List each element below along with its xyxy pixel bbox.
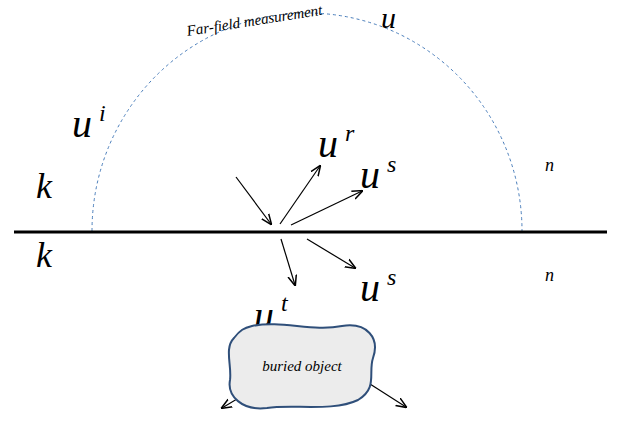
scattered-arrow [370,384,406,407]
index-symbol: n [545,156,554,174]
field-symbol: u [360,155,380,195]
field-symbol: u [72,104,92,144]
field-symbol: u [360,268,380,308]
field-symbol: u [318,124,338,164]
incident-arrow [236,177,271,224]
superscript: s [387,152,396,176]
superscript: s [387,265,396,289]
wavenumber-symbol: k [36,168,52,204]
superscript: t [281,291,288,315]
object-outline-path [229,324,375,408]
index-symbol: n [545,266,554,284]
transmitted-arrow [281,239,295,285]
scattered-arrow [291,191,362,225]
buried-object: buried object [222,318,382,414]
scattered-arrow [307,239,355,268]
interface-line [14,231,607,234]
far-field-arc [92,13,522,231]
wavenumber-symbol: k [36,237,52,273]
object-label: buried object [262,358,342,375]
field-symbol: u [381,3,396,33]
superscript: r [345,121,354,145]
reflected-arrow [280,166,320,224]
arc-caption: Far-field measurement [186,3,324,39]
superscript: i [99,101,106,125]
